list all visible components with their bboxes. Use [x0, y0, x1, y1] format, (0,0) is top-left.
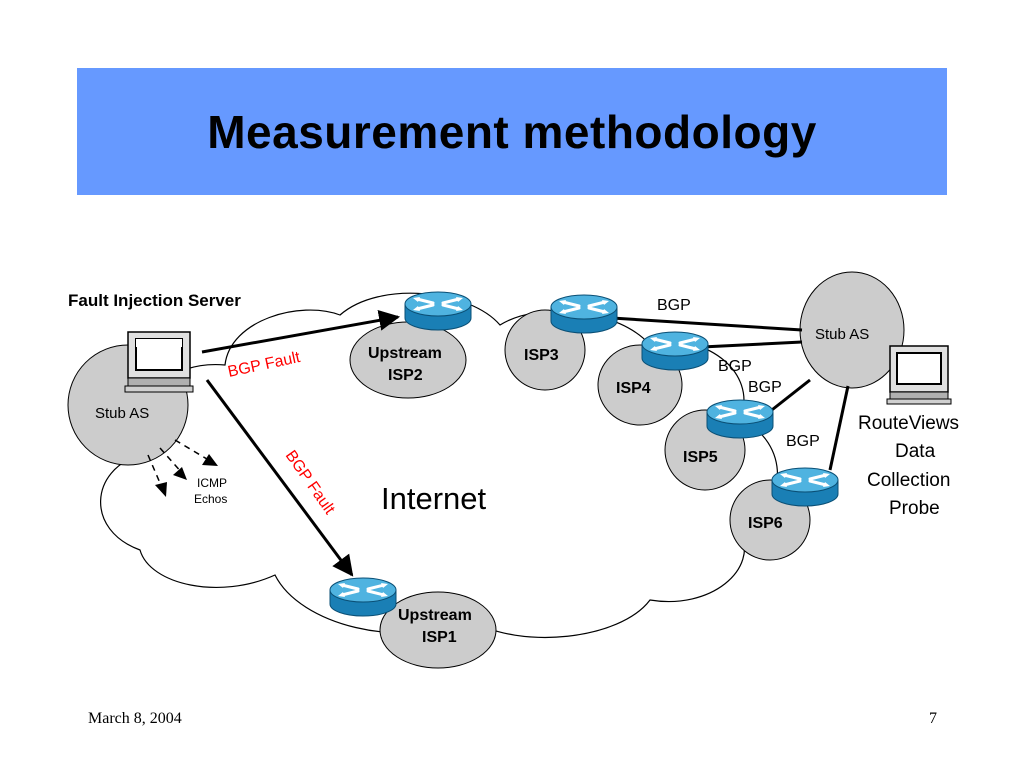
icmp-arrows [147, 439, 213, 491]
isp6-label: ISP6 [748, 515, 783, 532]
slide-date: March 8, 2004 [88, 710, 182, 727]
isp5-label: ISP5 [683, 449, 718, 466]
bgp-fault-arrow-isp2 [201, 309, 401, 354]
upstream-isp2-label-line1: Upstream [368, 345, 442, 362]
bgp-fault-arrow-isp1 [205, 379, 354, 577]
internet-label: Internet [381, 481, 487, 516]
upstream-isp1-bubble [379, 591, 497, 669]
router-upstream-isp1-icon [328, 576, 398, 618]
stub-as-right-label: Stub AS [815, 326, 869, 343]
isp4-label: ISP4 [616, 380, 651, 397]
fault-injection-server-label: Fault Injection Server [68, 291, 241, 310]
icmp-arrowheads [155, 454, 218, 497]
routeviews-label-line4: Probe [889, 498, 940, 519]
bgp-label-3: BGP [748, 379, 782, 396]
routeviews-computer-icon [886, 345, 952, 405]
title-banner: Measurement methodology [77, 68, 947, 195]
upstream-isp1-label-line1: Upstream [398, 607, 472, 624]
routeviews-label-line2: Data [895, 441, 936, 462]
router-upstream-isp2-icon [403, 290, 473, 332]
router-isp5-icon [705, 398, 775, 440]
bgp-links [611, 316, 850, 471]
router-isp6-icon [770, 466, 840, 508]
icmp-label: ICMP [197, 476, 227, 490]
fault-server-computer-icon [124, 331, 194, 393]
bgp-label-4: BGP [786, 433, 820, 450]
routeviews-label-line1: RouteViews [858, 413, 959, 434]
bgp-label-1: BGP [657, 297, 691, 314]
upstream-isp1-label-line2: ISP1 [422, 629, 457, 646]
router-isp3-icon [549, 293, 619, 335]
echos-label: Echos [194, 492, 227, 506]
slide-title: Measurement methodology [207, 105, 817, 158]
stub-as-left-label: Stub AS [95, 405, 149, 422]
upstream-isp2-label-line2: ISP2 [388, 367, 423, 384]
router-isp4-icon [640, 330, 710, 372]
slide-page-number: 7 [929, 710, 937, 727]
isp3-label: ISP3 [524, 347, 559, 364]
bgp-label-2: BGP [718, 358, 752, 375]
routeviews-label-line3: Collection [867, 470, 950, 491]
